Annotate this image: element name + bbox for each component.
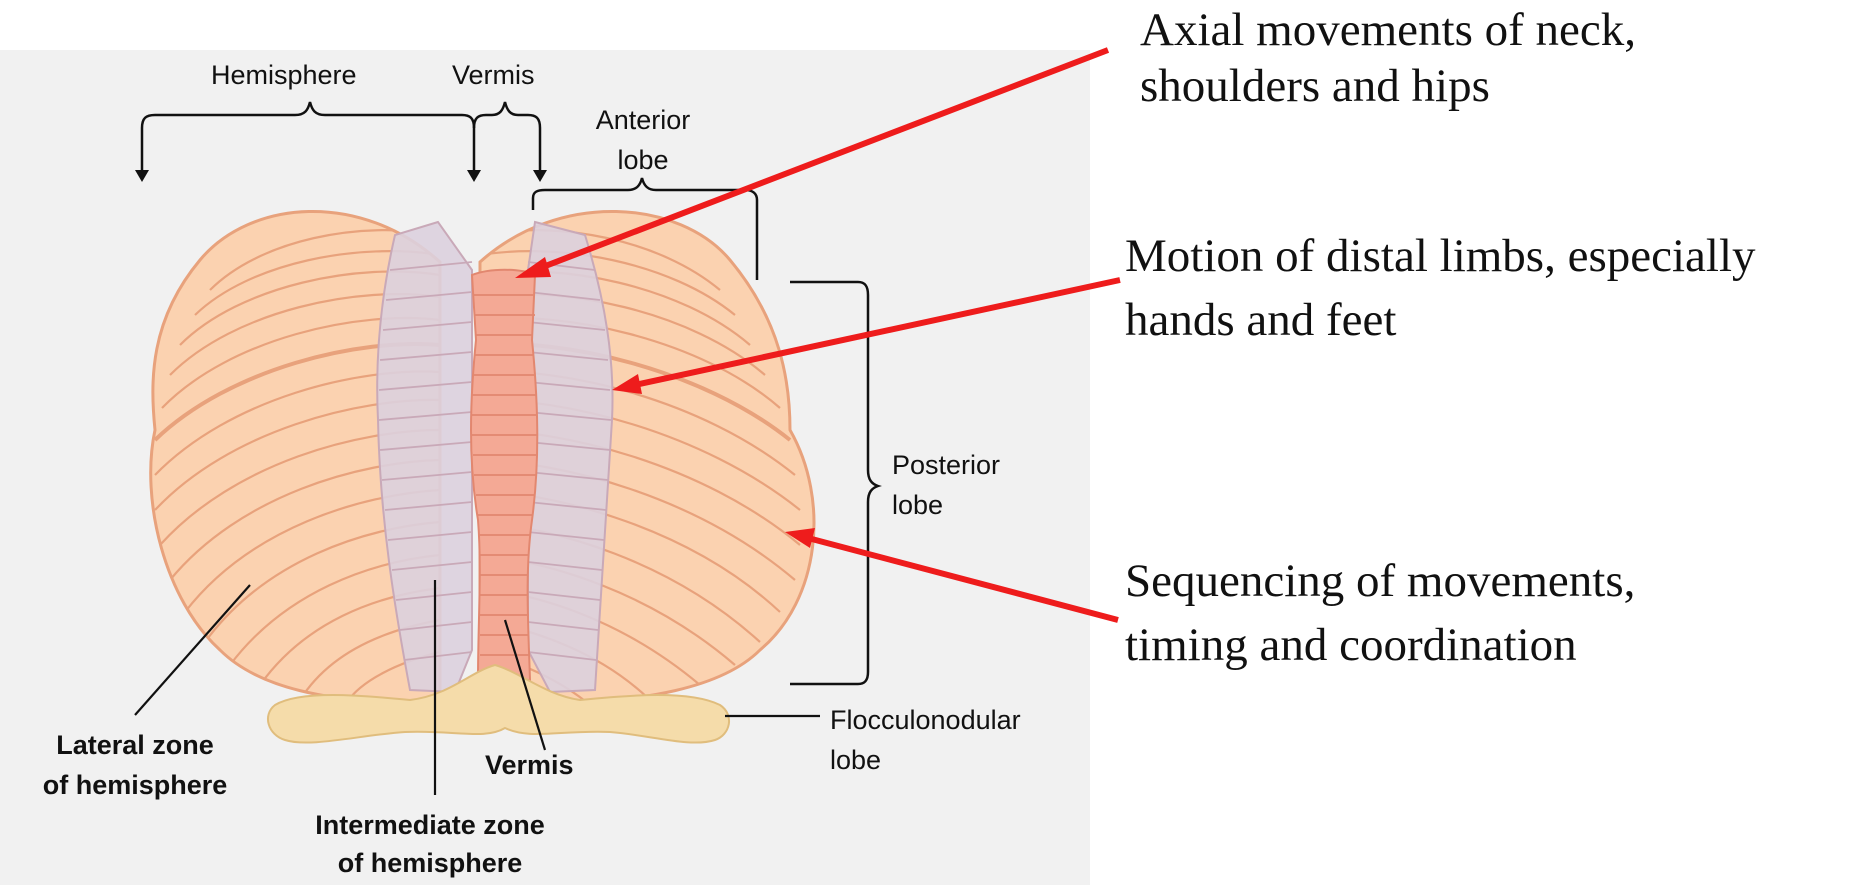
anterior-lobe-label-line2: lobe [578,140,708,180]
intermediate-zone-label-line1: Intermediate zone [255,805,605,845]
flocculonodular-label-line2: lobe [830,740,881,780]
lateral-zone-label-line2: of hemisphere [10,765,260,805]
sequencing-note-line2: timing and coordination [1125,617,1577,673]
posterior-lobe-label-line2: lobe [892,485,943,525]
axial-note-line1: Axial movements of neck, [1140,2,1636,58]
vermis-bottom-label: Vermis [485,745,574,785]
distal-note-line1: Motion of distal limbs, especially [1125,228,1756,284]
hemisphere-label: Hemisphere [211,55,357,95]
intermediate-zone-label-line2: of hemisphere [255,843,605,883]
top-arrowheads [135,170,547,182]
posterior-lobe-label-line1: Posterior [892,445,1000,485]
sequencing-note-line1: Sequencing of movements, [1125,553,1635,609]
anterior-lobe-label-line1: Anterior [578,100,708,140]
axial-note-line2: shoulders and hips [1140,58,1490,114]
flocculonodular-label-line1: Flocculonodular [830,700,1021,740]
right-intermediate-zone [528,222,613,692]
lateral-zone-label-line1: Lateral zone [10,725,260,765]
distal-note-line2: hands and feet [1125,292,1396,348]
vermis-top-label: Vermis [452,55,535,95]
